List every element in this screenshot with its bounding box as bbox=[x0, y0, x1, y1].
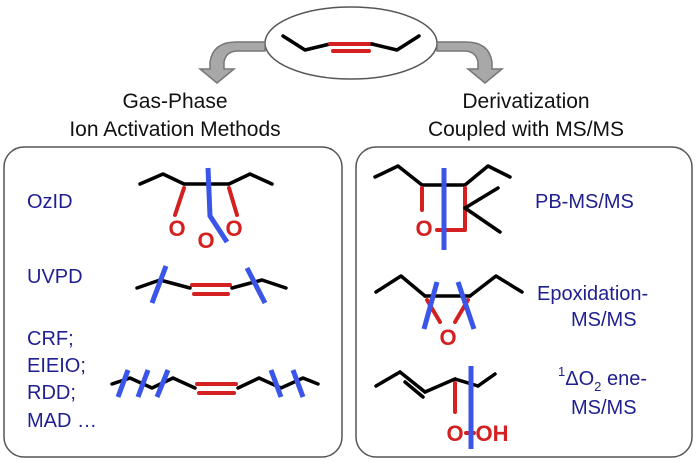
top-chain-left bbox=[281, 34, 332, 52]
pb-chain-left bbox=[373, 164, 424, 187]
ozid-cleavage-line bbox=[205, 167, 230, 244]
ozid-oxygen-left: O bbox=[168, 216, 185, 241]
right-title-line1: Derivatization bbox=[462, 90, 589, 113]
uvpd-cleavage-left bbox=[149, 265, 169, 304]
ene-oxygen: O bbox=[446, 421, 463, 446]
ene-double-bond-2 bbox=[403, 380, 425, 399]
left-title-line2: Ion Activation Methods bbox=[69, 118, 280, 141]
label-ozid: OzID bbox=[27, 191, 73, 213]
label-eieio: EIEIO; bbox=[27, 355, 86, 377]
uvpd-structure bbox=[135, 265, 288, 305]
left-curved-arrow bbox=[197, 41, 266, 84]
uvpd-chain-right bbox=[230, 278, 288, 290]
label-epoxidation-ms: MS/MS bbox=[571, 309, 637, 331]
ozid-c-o-right bbox=[227, 186, 239, 217]
ozid-c-o-left bbox=[173, 186, 186, 217]
epox-cleavage-right bbox=[455, 281, 477, 330]
label-epoxidation: Epoxidation- bbox=[537, 283, 648, 305]
right-curved-arrow bbox=[436, 41, 505, 84]
uvpd-cleavage-right bbox=[244, 266, 268, 305]
right-panel bbox=[355, 146, 693, 458]
crf-cleavage-2 bbox=[135, 369, 151, 398]
epox-oxygen: O bbox=[439, 325, 456, 350]
crf-cleavage-1 bbox=[115, 369, 131, 398]
ene-superscript: 1 bbox=[558, 364, 565, 379]
ene-chain-3 bbox=[476, 372, 497, 388]
left-title-line1: Gas-Phase bbox=[122, 90, 227, 113]
epox-cleavage-left bbox=[421, 281, 440, 330]
ozid-oxygen-center: O bbox=[197, 228, 214, 253]
crf-long-chain-structure bbox=[110, 369, 320, 398]
top-chain-right bbox=[370, 34, 421, 52]
pb-oxygen: O bbox=[415, 216, 432, 241]
pb-methyl-down bbox=[463, 206, 502, 234]
crf-chain-right bbox=[236, 376, 320, 390]
ozid-chain-left bbox=[138, 172, 186, 186]
top-alkene-molecule bbox=[264, 6, 438, 80]
ene-chain-1 bbox=[423, 377, 457, 394]
pb-methyl-up bbox=[463, 186, 500, 210]
pb-oxetane-structure: O bbox=[373, 164, 512, 250]
ozid-chain-right bbox=[227, 172, 274, 186]
ene-subscript: 2 bbox=[594, 379, 601, 394]
ene-chain-2 bbox=[453, 377, 480, 388]
crf-cleavage-5 bbox=[290, 369, 306, 398]
ene-hydroxyl: OH bbox=[476, 421, 509, 446]
label-mad: MAD … bbox=[27, 410, 97, 432]
label-uvpd: UVPD bbox=[27, 266, 83, 288]
ozid-oxygen-right: O bbox=[225, 216, 242, 241]
right-title-line2: Coupled with MS/MS bbox=[428, 118, 624, 141]
epoxide-structure: O bbox=[374, 274, 524, 350]
ene-hydroperoxide-structure: O OH bbox=[374, 366, 509, 449]
ozid-ozonide-structure: O O O bbox=[138, 167, 274, 253]
label-rdd: RDD; bbox=[27, 382, 76, 404]
ene-terminal-bond bbox=[374, 370, 402, 388]
pb-chain-right bbox=[463, 164, 512, 187]
ene-double-bond-1 bbox=[398, 370, 427, 394]
label-singlet-oxygen-ene: 1ΔO2 ene- bbox=[558, 364, 647, 394]
crf-cleavage-3 bbox=[154, 369, 171, 398]
epox-chain-right bbox=[468, 274, 524, 298]
ene-delta-o: ΔO bbox=[565, 368, 594, 390]
crf-cleavage-4 bbox=[268, 369, 284, 398]
label-pb-ms: PB-MS/MS bbox=[535, 191, 634, 213]
label-ene-ms: MS/MS bbox=[571, 397, 637, 419]
label-crf: CRF; bbox=[27, 328, 74, 350]
epox-chain-left bbox=[374, 274, 427, 298]
ene-rest: ene- bbox=[601, 368, 647, 390]
